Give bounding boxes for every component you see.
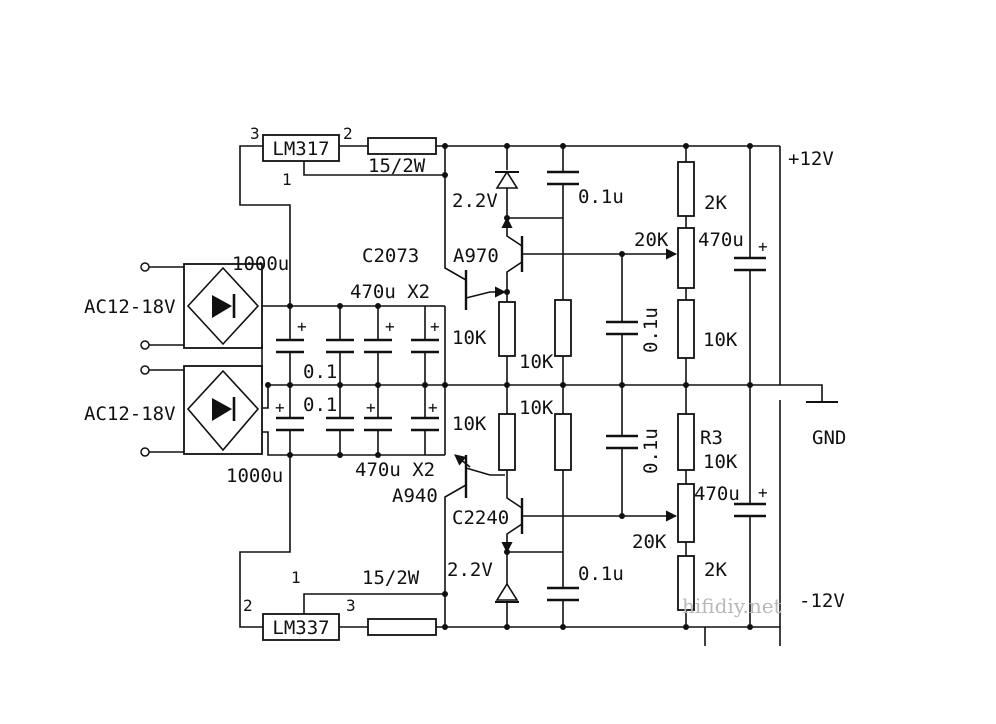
cap-0-1u-top	[507, 146, 579, 219]
lm337-label: LM337	[272, 617, 329, 639]
transistor-a970-label: A970	[453, 245, 499, 267]
transistor-a940-label: A940	[392, 485, 438, 507]
cap-0-1u-mid-lower	[606, 385, 638, 516]
bridge-rectifier-upper	[183, 263, 263, 349]
cap-470u-out-lower: +	[734, 385, 768, 627]
lm317-pin-3: 3	[250, 124, 260, 143]
svg-text:+: +	[430, 317, 440, 336]
cap-0-1u-top-label: 0.1u	[578, 186, 624, 208]
regulator-lm317: LM317	[262, 134, 340, 162]
transistor-a970	[501, 216, 622, 292]
resistor-10k-a-label: 10K	[452, 327, 487, 349]
resistor-10k-c	[498, 385, 516, 492]
lm317-pin-2: 2	[343, 124, 353, 143]
resistor-2k-lower-label: 2K	[704, 559, 727, 581]
transistor-a940	[430, 385, 505, 627]
cap-0-1u-bottom	[547, 552, 579, 627]
resistor-15-2w-upper-label: 15/2W	[368, 155, 426, 177]
cap-0-1-lower-label: 0.1	[303, 394, 337, 416]
resistor-2k-upper	[677, 146, 695, 228]
svg-text:+: +	[385, 317, 395, 336]
transistor-c2240	[501, 492, 622, 554]
svg-text:+: +	[297, 317, 307, 336]
cap-470u-out-lower-label: 470u	[694, 483, 740, 505]
resistor-15-2w-upper	[367, 137, 437, 155]
zener-upper	[495, 146, 519, 218]
transistor-c2073-label: C2073	[362, 245, 419, 267]
resistor-10k-e	[677, 299, 695, 385]
resistor-15-2w-lower	[367, 618, 437, 636]
resistor-10k-d-label: 10K	[519, 397, 554, 419]
lm337-pin-3: 3	[346, 596, 356, 615]
lm317-pin-1: 1	[282, 170, 292, 189]
gnd-symbol	[806, 384, 838, 403]
ac-input-lower-label: AC12-18V	[84, 403, 176, 425]
resistor-r3	[677, 385, 695, 484]
pot-20k-lower	[677, 483, 695, 556]
filter-caps-lower: + + +	[275, 385, 439, 455]
pot-20k-upper	[677, 227, 695, 300]
svg-text:+: +	[758, 237, 768, 256]
resistor-15-2w-lower-label: 15/2W	[362, 567, 420, 589]
pot-20k-lower-label: 20K	[632, 531, 667, 553]
svg-text:+: +	[428, 398, 438, 417]
cap-1000u-lower-label: 1000u	[226, 465, 283, 487]
transistor-c2240-label: C2240	[452, 507, 509, 529]
junction-dots	[265, 143, 753, 630]
zener-lower-label: 2.2V	[447, 559, 493, 581]
rail-gnd-label: GND	[812, 427, 846, 449]
terminal-2	[140, 340, 150, 350]
resistor-2k-lower	[677, 555, 695, 627]
cap-470u-x2-lower-label: 470u X2	[355, 459, 435, 481]
rail-pos-label: +12V	[788, 148, 834, 170]
lm337-pin-2: 2	[243, 596, 253, 615]
lm317-label: LM317	[272, 138, 329, 160]
resistor-10k-d	[554, 385, 572, 552]
resistor-10k-a	[498, 292, 516, 385]
watermark: hifidiy.net	[682, 594, 782, 618]
terminal-3	[140, 365, 150, 375]
cap-0-1u-mid-upper-label: 0.1u	[640, 307, 662, 353]
lm337-pin-1: 1	[291, 568, 301, 587]
regulator-lm337: LM337	[262, 613, 340, 641]
resistor-10k-c-label: 10K	[452, 413, 487, 435]
cap-470u-x2-upper-label: 470u X2	[350, 281, 430, 303]
terminal-4	[140, 447, 150, 457]
bridge-rectifier-lower	[183, 365, 263, 455]
resistor-r3-label: R3	[700, 427, 723, 449]
resistor-2k-upper-label: 2K	[704, 192, 727, 214]
resistor-10k-f-label: 10K	[703, 451, 738, 473]
rail-neg-label: -12V	[799, 590, 845, 612]
cap-0-1u-mid-lower-label: 0.1u	[640, 428, 662, 474]
filter-caps-upper: + + +	[276, 306, 440, 385]
cap-0-1u-mid-upper	[606, 254, 638, 385]
cap-470u-out-upper: +	[734, 146, 768, 385]
zener-upper-label: 2.2V	[452, 190, 498, 212]
resistor-10k-b-label: 10K	[519, 351, 554, 373]
resistor-10k-e-label: 10K	[703, 329, 738, 351]
svg-text:+: +	[758, 483, 768, 502]
resistor-10k-b	[554, 218, 572, 385]
cap-0-1-upper-label: 0.1	[303, 361, 337, 383]
zener-lower	[495, 551, 563, 627]
svg-text:+: +	[366, 398, 376, 417]
svg-text:+: +	[275, 398, 285, 417]
cap-0-1u-bottom-label: 0.1u	[578, 563, 624, 585]
terminal-1	[140, 262, 150, 272]
pot-20k-upper-label: 20K	[634, 229, 669, 251]
transistor-c2073	[430, 146, 507, 385]
cap-1000u-upper-label: 1000u	[232, 253, 289, 275]
cap-470u-out-upper-label: 470u	[698, 229, 744, 251]
ac-input-upper-label: AC12-18V	[84, 296, 176, 318]
